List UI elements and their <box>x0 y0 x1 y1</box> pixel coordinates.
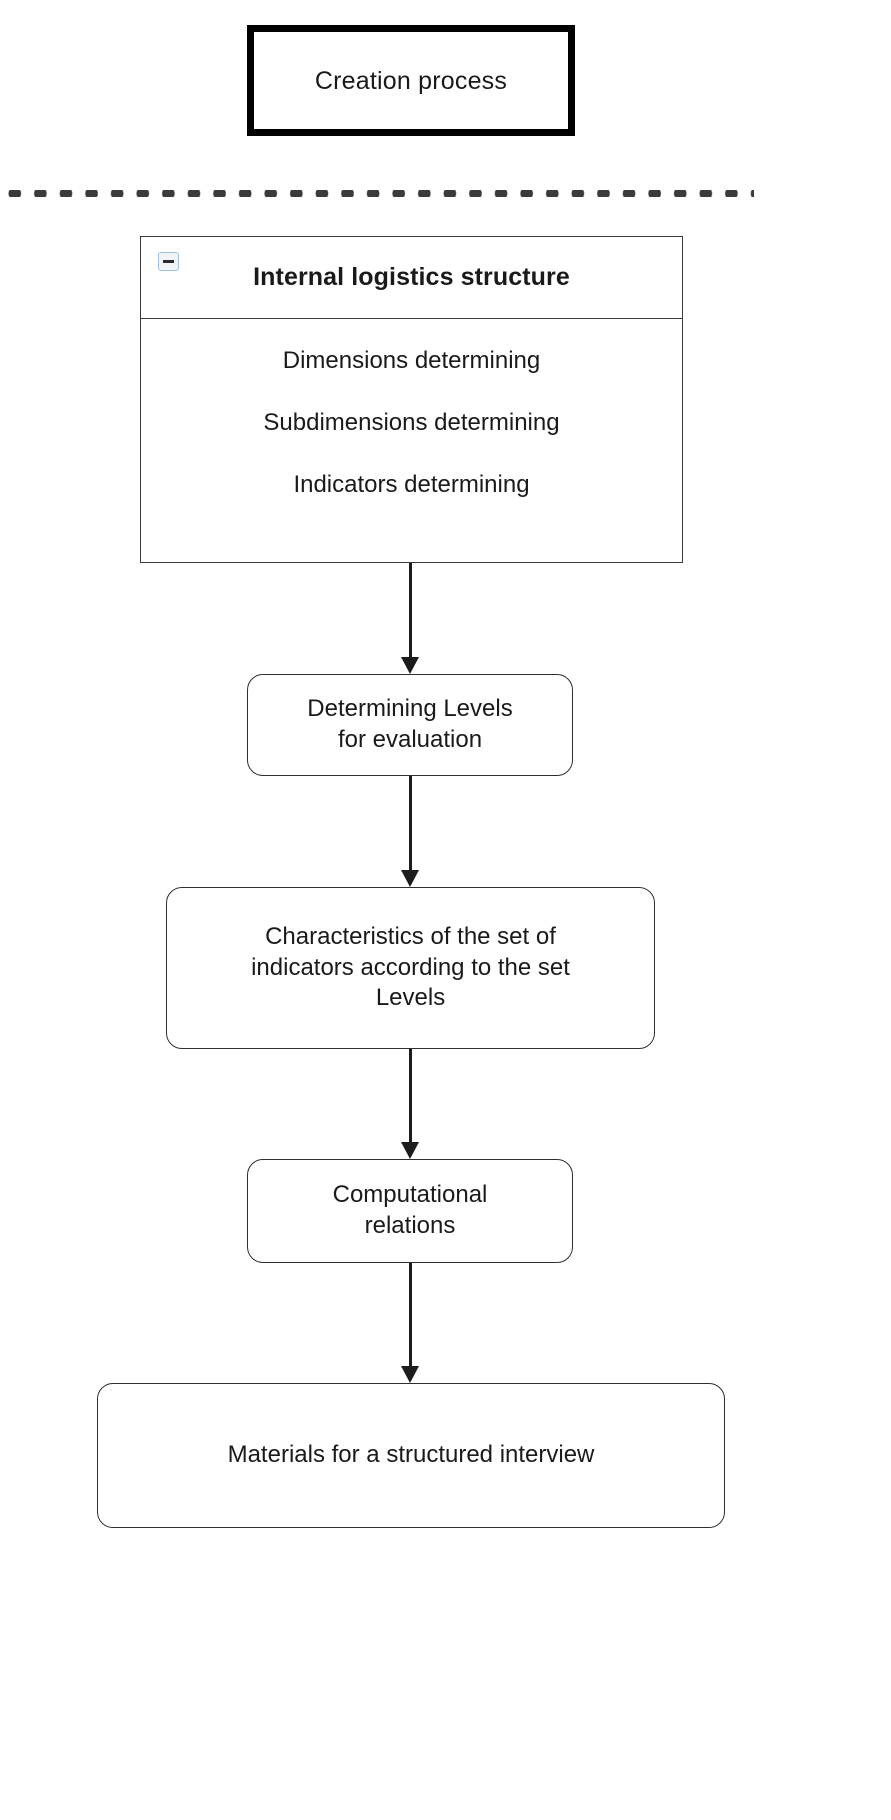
arrow-down-icon-characteristics-to-computational <box>401 1049 419 1159</box>
arrow-head <box>401 657 419 674</box>
node-characteristics-label: Characteristics of the set of indicators… <box>251 922 570 1012</box>
arrow-down-icon-levels-to-characteristics <box>401 776 419 887</box>
panel-item-indicators: Indicators determining <box>293 470 530 498</box>
title-box-label: Creation process <box>314 66 508 95</box>
panel-body: Dimensions determining Subdimensions det… <box>141 319 682 516</box>
panel-item-subdimensions: Subdimensions determining <box>263 408 560 436</box>
node-determining-levels-label: Determining Levels for evaluation <box>307 695 513 753</box>
node-determining-levels: Determining Levels for evaluation <box>247 674 573 776</box>
arrow-shaft <box>409 776 412 870</box>
arrow-shaft <box>409 1263 412 1366</box>
minus-glyph <box>163 259 174 264</box>
node-characteristics: Characteristics of the set of indicators… <box>166 887 655 1049</box>
arrow-head <box>401 1142 419 1159</box>
panel-internal-logistics-structure: Internal logistics structure Dimensions … <box>140 236 683 563</box>
panel-header: Internal logistics structure <box>141 237 682 319</box>
node-computational-relations: Computational relations <box>247 1159 573 1263</box>
arrow-down-icon-computational-to-materials <box>401 1263 419 1383</box>
panel-item-dimensions: Dimensions determining <box>282 347 541 374</box>
minus-collapse-icon[interactable] <box>158 252 179 271</box>
node-computational-relations-label: Computational relations <box>332 1181 488 1239</box>
arrow-head <box>401 1366 419 1383</box>
node-materials-structured-interview-label: Materials for a structured interview <box>227 1441 595 1469</box>
title-box-creation-process: Creation process <box>247 25 575 136</box>
dotted-separator <box>0 190 754 197</box>
arrow-shaft <box>409 563 412 657</box>
arrow-down-icon-panel-to-levels <box>401 563 419 674</box>
panel-header-label: Internal logistics structure <box>253 263 570 291</box>
arrow-head <box>401 870 419 887</box>
node-materials-structured-interview: Materials for a structured interview <box>97 1383 725 1528</box>
arrow-shaft <box>409 1049 412 1142</box>
